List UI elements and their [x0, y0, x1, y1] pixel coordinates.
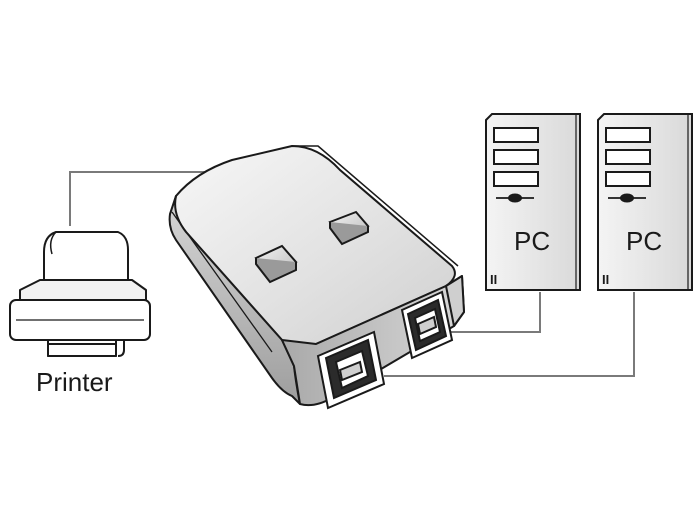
usb-b-port-left [316, 330, 386, 410]
drive-bay-1 [605, 127, 651, 143]
printer-icon [9, 231, 151, 357]
usb-switch-icon [168, 145, 465, 407]
cables [69, 171, 635, 377]
pc-right-badge: II [602, 272, 609, 287]
cable-pc-left [444, 292, 541, 333]
drive-bay-2 [493, 149, 539, 165]
pc-tower-left [485, 113, 581, 291]
drive-bay-1 [493, 127, 539, 143]
power-indicator [620, 193, 634, 203]
drive-bay-3 [605, 171, 651, 187]
select-button-right [328, 210, 370, 246]
cable-printer [69, 171, 228, 226]
drive-bay-3 [493, 171, 539, 187]
select-button-left [254, 244, 298, 284]
printer-body-top [19, 279, 147, 301]
drive-bay-2 [605, 149, 651, 165]
printer-label: Printer [36, 367, 113, 397]
pc-left-badge: II [490, 272, 497, 287]
printer-paper [43, 231, 129, 287]
cable-pc-right [384, 292, 635, 377]
usb-b-port-right [400, 290, 454, 360]
pc-right-label: PC [626, 226, 662, 256]
power-indicator [508, 193, 522, 203]
pc-tower-right [597, 113, 693, 291]
pc-left-label: PC [514, 226, 550, 256]
